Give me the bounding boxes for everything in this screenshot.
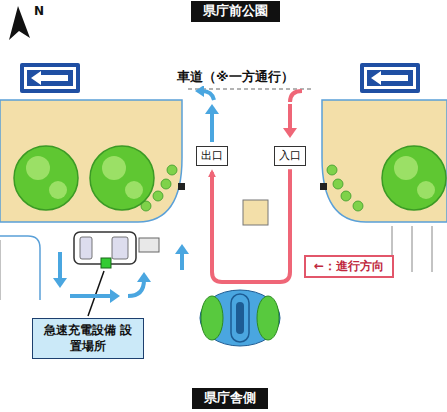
leader-line [88,271,104,316]
car-window [112,237,128,259]
exit-box: 出口 [196,146,228,166]
planting-area [322,100,447,222]
curb [0,236,40,300]
road-label: 車道（※一方通行） [177,68,294,86]
red-arrows [290,91,302,130]
charger-icon [139,238,159,252]
parking-lines [0,226,432,300]
title-band: 県庁前公園 [191,1,280,22]
node-text: 入口 [279,149,301,163]
pavement-square [243,200,268,225]
red-arrowhead [283,128,297,138]
north-label: N [34,4,44,18]
node-text: 県庁舎側 [204,390,256,407]
flow-arrow [212,169,290,282]
tree [14,146,446,210]
blue-arrows [60,91,214,296]
node-text: 出口 [201,149,223,163]
bottom-band: 県庁舎側 [192,388,268,409]
legend-text: ←：進行方向 [314,259,384,273]
charger-location [101,258,111,268]
node-text: 急速充電設備 設置場所 [39,323,137,354]
post [178,183,185,190]
roundabout [200,290,280,346]
north-arrow [9,6,30,40]
post [320,183,327,190]
blue-arrowheads [53,85,219,303]
node-text: 県庁前公園 [203,3,268,20]
car-window [80,237,92,259]
entrance-box: 入口 [274,146,306,166]
oneway-sign [360,63,420,93]
planting-area [0,100,182,222]
legend-box: ←：進行方向 [304,255,394,278]
oneway-sign [20,63,80,93]
callout-box: 急速充電設備 設置場所 [32,318,144,359]
